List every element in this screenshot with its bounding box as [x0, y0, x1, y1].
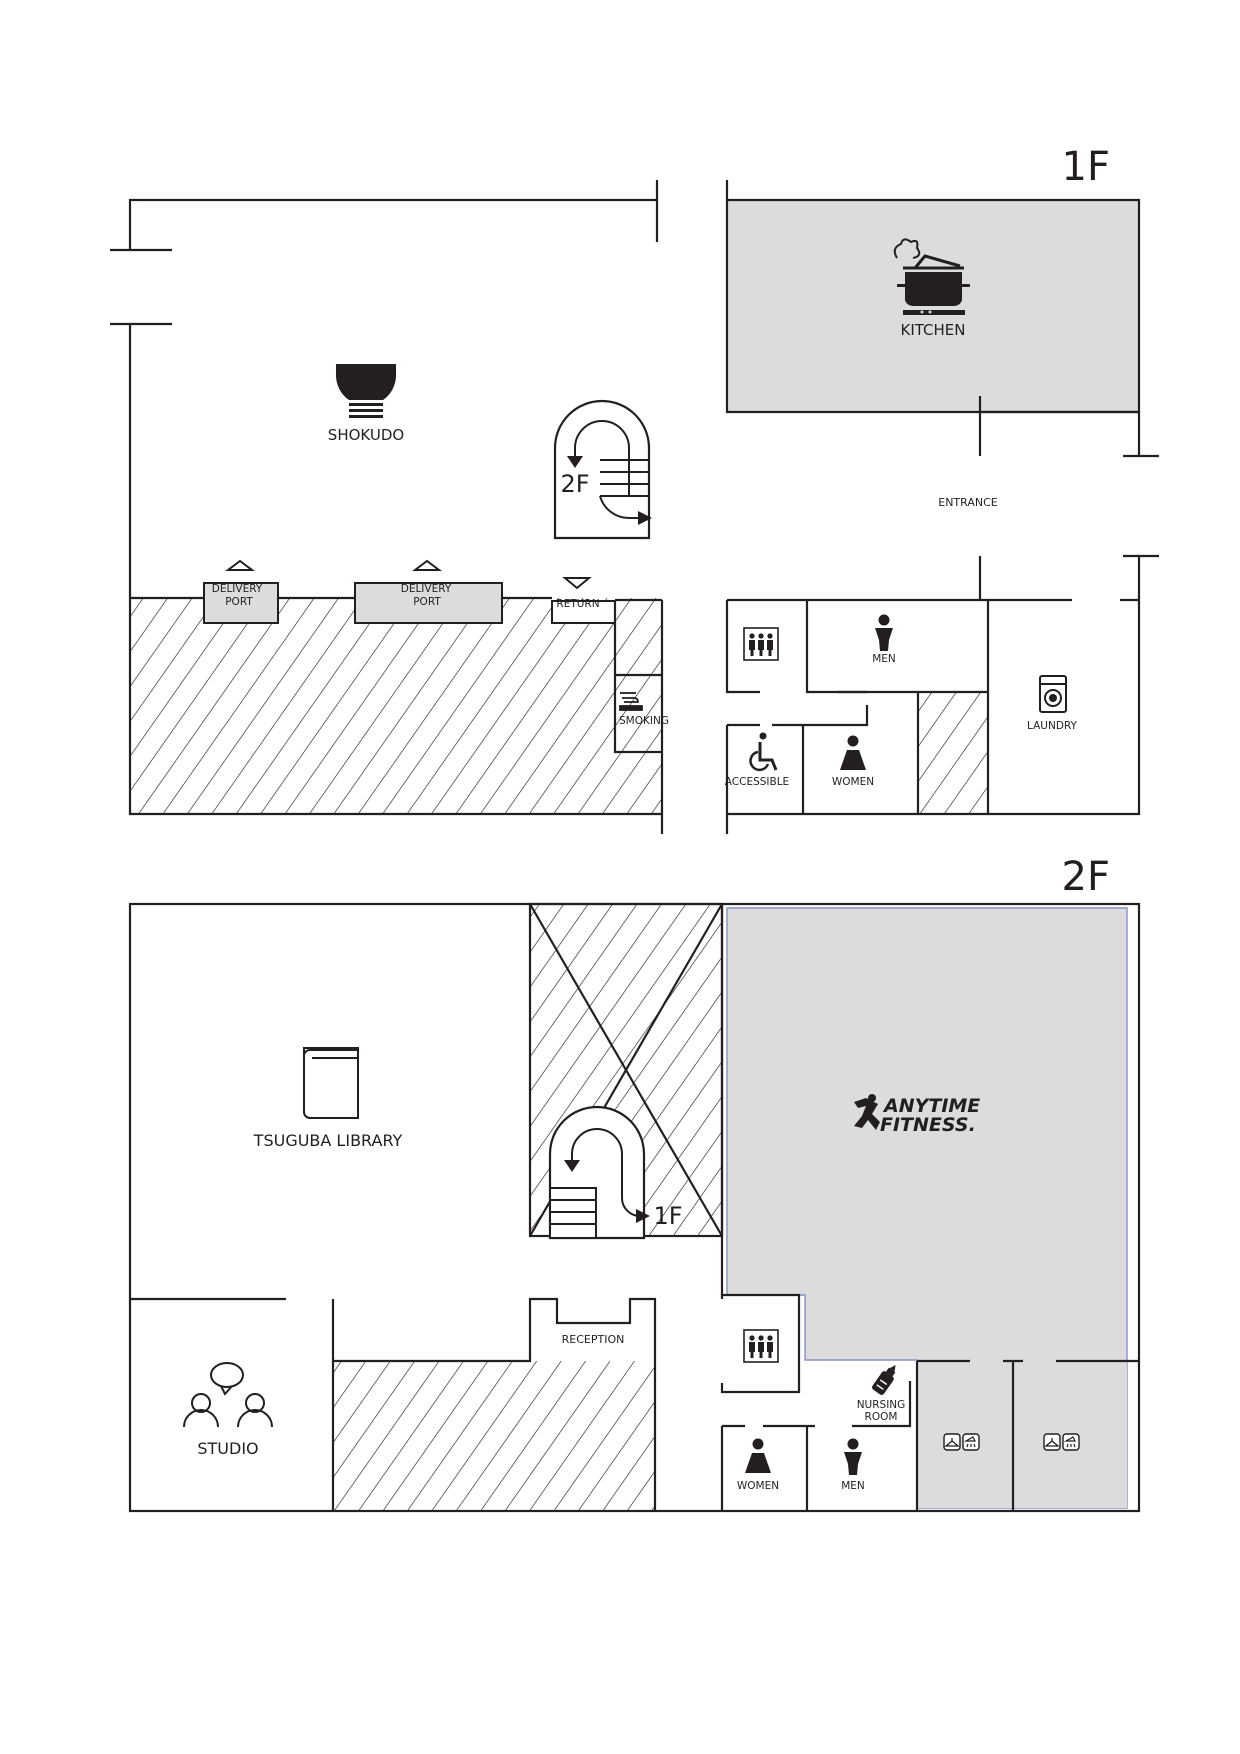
arrow-right-icon [636, 1209, 650, 1223]
arrow-up-icon [412, 559, 442, 571]
smoking-label: SMOKING [619, 715, 669, 727]
fitness-logo[interactable]: ANYTIME FITNESS. [854, 1094, 980, 1136]
reception-label: RECEPTION [562, 1333, 625, 1346]
wheelchair-icon [749, 732, 778, 772]
spiral-stairs-2f[interactable]: 1F [548, 1105, 683, 1240]
rice-bowl-icon [336, 364, 396, 418]
arrow-down-icon [562, 577, 592, 590]
men-label-2f: MEN [841, 1480, 865, 1492]
accessible-label: ACCESSIBLE [725, 776, 789, 788]
women-label-2f: WOMEN [737, 1480, 779, 1492]
shower-icon [1062, 1433, 1080, 1451]
shokudo-label: SHOKUDO [328, 426, 404, 444]
return-label: RETURN [556, 598, 599, 610]
entrance-label: ENTRANCE [938, 496, 998, 509]
hanger-icon [943, 1433, 961, 1451]
hanger-icon [1043, 1433, 1061, 1451]
library-label: TSUGUBA LIBRARY [253, 1131, 403, 1150]
elevator-icon [743, 1329, 779, 1363]
hatched-service-area-2f [333, 1361, 655, 1511]
stairs-label-2f: 1F [653, 1202, 682, 1230]
men-icon [844, 1438, 862, 1475]
floor-2f: 2F [128, 854, 1141, 1513]
cooking-pot-icon [893, 238, 970, 315]
nursing-line1: NURSING [857, 1399, 906, 1411]
floor-title-2f: 2F [1062, 854, 1110, 900]
nursing-line2: ROOM [865, 1411, 898, 1423]
smoking-icon [619, 692, 643, 711]
walls-1f [110, 180, 1159, 834]
laundry-label: LAUNDRY [1027, 720, 1078, 732]
floor-title-1f: 1F [1062, 144, 1110, 190]
women-label-1f: WOMEN [832, 776, 874, 788]
floor-1f: 1F [110, 144, 1159, 834]
hatched-service-area [130, 598, 662, 814]
people-chat-icon [183, 1362, 273, 1428]
women-icon [840, 735, 866, 770]
delivery-port-1-line2: PORT [225, 596, 253, 608]
arrow-up-icon [225, 559, 255, 571]
stairs-label-1f: 2F [560, 470, 589, 498]
arrow-down-icon [567, 456, 583, 468]
delivery-port-1-line1: DELIVERY [212, 583, 263, 595]
delivery-port-2-line2: PORT [413, 596, 441, 608]
men-icon [875, 614, 893, 651]
washing-machine-icon [1039, 675, 1067, 713]
studio-label: STUDIO [197, 1439, 258, 1458]
hatched-shaft-area [918, 692, 988, 814]
arrow-down-icon [564, 1160, 580, 1172]
kitchen-label: KITCHEN [901, 321, 966, 339]
delivery-port-2[interactable] [354, 582, 503, 624]
arrow-right-icon [638, 511, 652, 525]
shower-icon [962, 1433, 980, 1451]
women-icon [745, 1438, 771, 1473]
running-man-logo-icon [854, 1094, 880, 1130]
baby-bottle-icon [872, 1365, 896, 1395]
fitness-logo-line2: FITNESS. [880, 1114, 976, 1136]
men-label-1f: MEN [872, 653, 896, 665]
elevator-icon [743, 627, 779, 661]
fitness-logo-line1: ANYTIME [882, 1095, 980, 1117]
delivery-port-1[interactable] [203, 582, 279, 624]
spiral-stairs-1f[interactable]: 2F [553, 399, 652, 540]
delivery-port-2-line1: DELIVERY [401, 583, 452, 595]
book-icon [303, 1047, 359, 1119]
